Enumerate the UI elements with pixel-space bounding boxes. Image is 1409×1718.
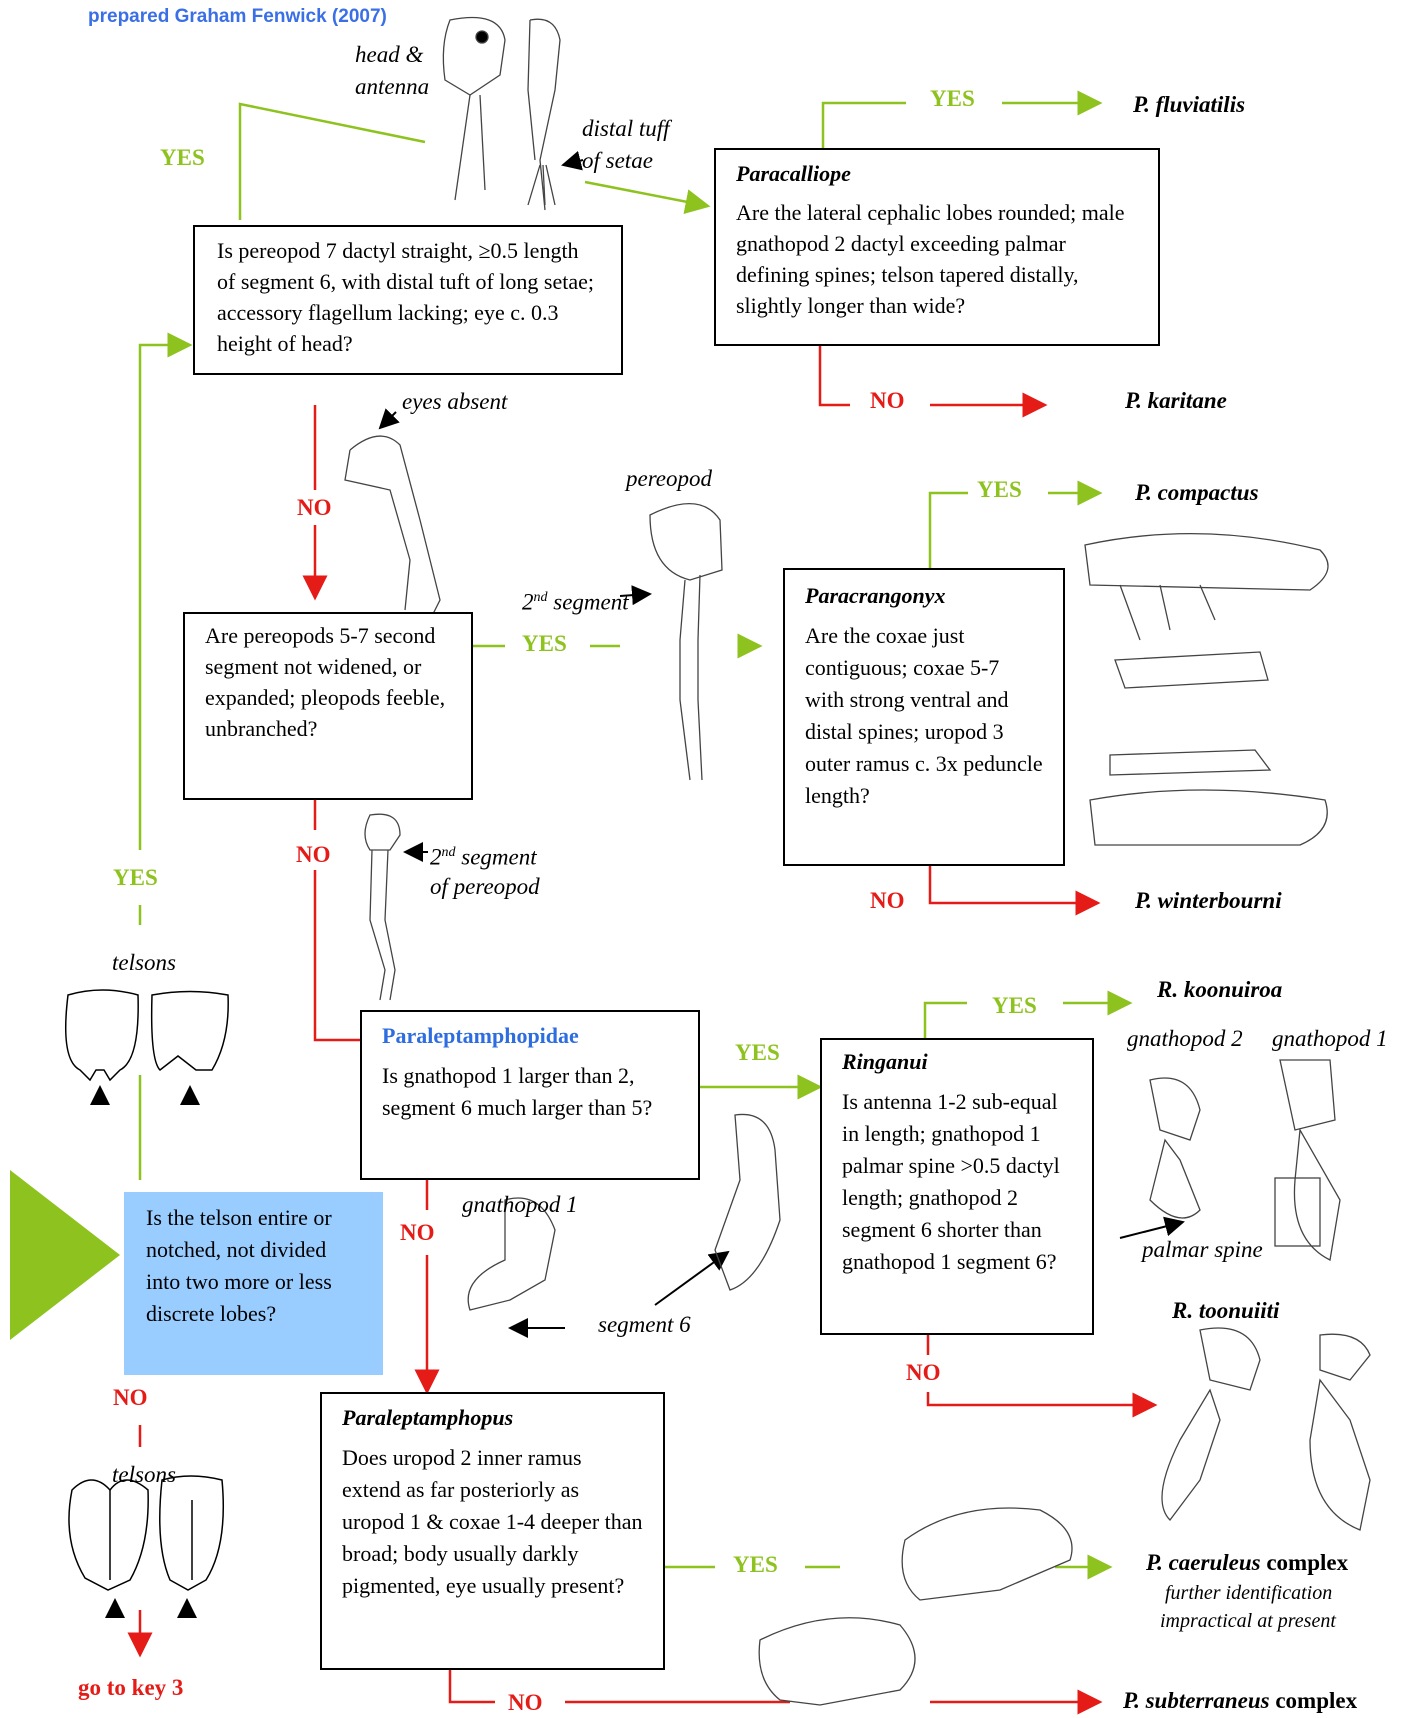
result-p-subterraneus[interactable]: P. subterraneus complex	[1123, 1688, 1358, 1713]
eyes-absent-head-sketch	[344, 435, 441, 621]
start-arrow-icon	[10, 1170, 120, 1340]
ringanui-title: Ringanui	[842, 1049, 928, 1074]
paraleptamphopidae-title: Paraleptamphopidae	[382, 1023, 579, 1048]
paracrangonyx-question-box: Paracrangonyx Are the coxae just contigu…	[783, 568, 1065, 866]
pereopod-sketch	[649, 503, 723, 781]
distal-tuft-caption: distal tuff	[582, 116, 670, 141]
paraleptamphopus-body-sketch	[758, 1507, 1073, 1706]
ringanui-gnathopod-sketch	[1149, 1059, 1341, 1261]
paraleptamphopus-yes-label: YES	[733, 1552, 778, 1577]
start-no-label: NO	[113, 1385, 148, 1410]
result-r-toonuiiti[interactable]: R. toonuiiti	[1172, 1298, 1280, 1323]
pereopods57-yes-label: YES	[522, 631, 567, 656]
paracrangonyx-body-sketch	[1084, 533, 1329, 846]
pereopod-caption: pereopod	[626, 466, 713, 491]
paraleptamphopidae-question-box: Paraleptamphopidae Is gnathopod 1 larger…	[360, 1010, 700, 1180]
paracrangonyx-yes-label: YES	[977, 477, 1022, 502]
paracalliope-title: Paracalliope	[736, 161, 851, 186]
head-antenna-sketch	[442, 16, 506, 201]
paraleptamphopidae-yes-label: YES	[735, 1040, 780, 1065]
result-r-koonuiroa[interactable]: R. koonuiroa	[1157, 977, 1283, 1002]
paracrangonyx-question: Are the coxae just contiguous; coxae 5-7…	[805, 623, 1043, 808]
caeruleus-note-1: further identification	[1165, 1582, 1333, 1604]
eyes-absent-caption: eyes absent	[402, 389, 508, 414]
result-p-fluviatilis[interactable]: P. fluviatilis	[1133, 92, 1246, 117]
ringanui-question: Is antenna 1-2 sub-equal in length; gnat…	[842, 1089, 1060, 1274]
telsons-bottom-caption: telsons	[112, 1462, 176, 1487]
toonuiiti-gnathopod-sketch	[1161, 1327, 1371, 1531]
second-segment-pereopod-caption: 2nd segment	[430, 844, 537, 870]
paracalliope-question: Are the lateral cephalic lobes rounded; …	[736, 200, 1125, 318]
result-p-karitane[interactable]: P. karitane	[1125, 388, 1227, 413]
paraleptamphopidae-gnathopod-sketch	[467, 1113, 781, 1311]
paracrangonyx-title: Paracrangonyx	[805, 583, 946, 608]
paraleptamphopidae-question: Is gnathopod 1 larger than 2, segment 6 …	[382, 1063, 653, 1120]
ringanui-no-label: NO	[906, 1360, 941, 1385]
paracrangonyx-no-label: NO	[870, 888, 905, 913]
paracalliope-no-label: NO	[870, 388, 905, 413]
paracalliope-yes-label: YES	[930, 86, 975, 111]
second-segment-caption: 2nd segment	[522, 589, 629, 615]
paraleptamphopus-title: Paraleptamphopus	[342, 1405, 514, 1430]
telsons-top-caption: telsons	[112, 950, 176, 975]
telson-divided-drawings	[68, 1475, 225, 1591]
paraleptamphopidae-no-label: NO	[400, 1220, 435, 1245]
result-p-compactus[interactable]: P. compactus	[1135, 480, 1259, 505]
of-setae-caption: of setae	[582, 148, 653, 173]
paraleptamphopus-question: Does uropod 2 inner ramus extend as far …	[342, 1445, 643, 1598]
caeruleus-note-2: impractical at present	[1160, 1610, 1336, 1632]
paraleptamphopus-question-box: Paraleptamphopus Does uropod 2 inner ram…	[320, 1392, 665, 1670]
gnathopod1-caption: gnathopod 1	[462, 1192, 578, 1217]
paracalliope-question-box: Paracalliope Are the lateral cephalic lo…	[714, 148, 1160, 346]
author-credit: prepared Graham Fenwick (2007)	[88, 6, 387, 27]
go-to-key-3-link[interactable]: go to key 3	[78, 1675, 184, 1700]
head-caption: head &	[355, 42, 424, 67]
paraleptamphopus-no-label: NO	[508, 1690, 543, 1715]
ringanui-yes-label: YES	[992, 993, 1037, 1018]
telson-entire-drawings	[64, 989, 229, 1082]
pereopods57-question: Are pereopods 5-7 second segment not wid…	[205, 623, 446, 741]
pereopod7-question: Is pereopod 7 dactyl straight, ≥0.5 leng…	[217, 238, 594, 356]
pereopods57-no-label: NO	[296, 842, 331, 867]
pereopod-second-segment-sketch	[364, 813, 401, 1001]
segment6-caption: segment 6	[598, 1312, 691, 1337]
of-pereopod-caption: of pereopod	[430, 874, 540, 899]
ringanui-question-box: Ringanui Is antenna 1-2 sub-equal in len…	[820, 1038, 1094, 1335]
gnathopod1-ringanui-caption: gnathopod 1	[1272, 1026, 1388, 1051]
result-p-caeruleus[interactable]: P. caeruleus complex	[1146, 1550, 1349, 1575]
pereopod7-yes-label: YES	[160, 145, 205, 170]
start-yes-label: YES	[113, 865, 158, 890]
pereopod7-no-label: NO	[297, 495, 332, 520]
palmar-spine-caption: palmar spine	[1142, 1237, 1263, 1262]
gnathopod2-caption: gnathopod 2	[1127, 1026, 1243, 1051]
result-p-winterbourni[interactable]: P. winterbourni	[1135, 888, 1282, 913]
pereopod7-sketch	[527, 18, 561, 211]
start-question: Is the telson entire or notched, not div…	[146, 1205, 332, 1326]
start-question-box: Is the telson entire or notched, not div…	[124, 1192, 383, 1375]
pereopod7-question-box: Is pereopod 7 dactyl straight, ≥0.5 leng…	[193, 225, 623, 375]
antenna-caption: antenna	[355, 74, 430, 99]
pereopods57-question-box: Are pereopods 5-7 second segment not wid…	[183, 612, 473, 800]
